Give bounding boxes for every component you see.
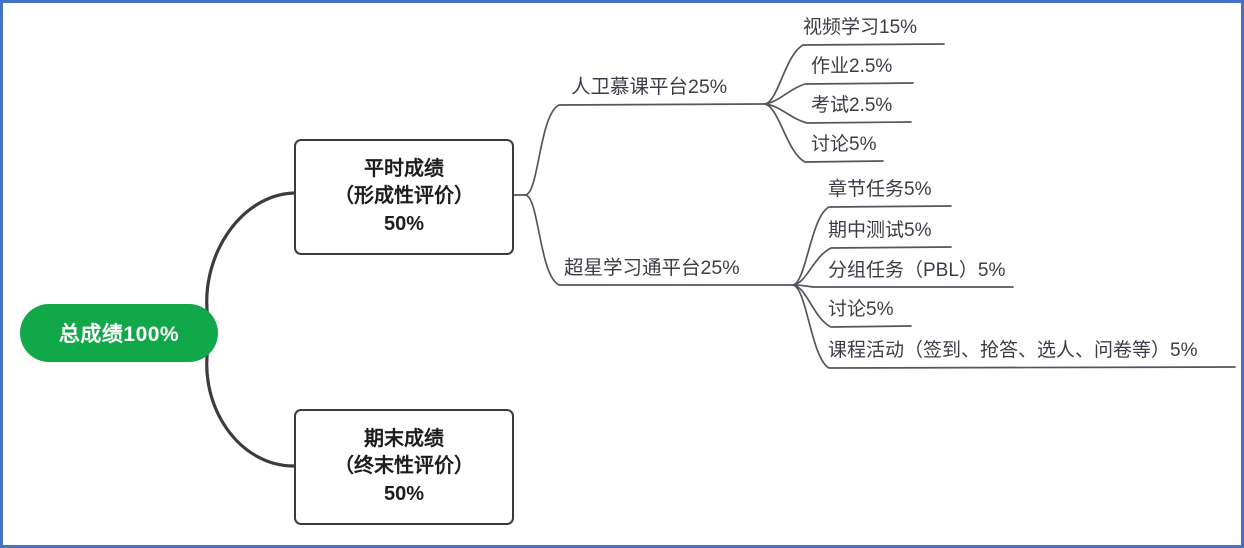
branch-node-summative-line-2: （终末性评价） [334,455,474,478]
connector-chaoxing-to-leaf-4 [792,284,912,328]
connector-rwmk-to-leaf-1 [764,43,945,105]
branch-node-summative[interactable]: 期末成绩 （终末性评价） 50% [294,409,514,525]
connector-rwmk-to-leaf-2 [764,82,914,105]
label-chaoxing-leaf-chapter-task[interactable]: 章节任务5% [828,179,932,200]
root-node-label: 总成绩100% [58,323,180,346]
label-chaoxing-leaf-discussion[interactable]: 讨论5% [828,299,894,320]
connector-chaoxing-to-leaf-3 [792,284,1014,288]
label-chaoxing-platform[interactable]: 超星学习通平台25% [564,257,740,279]
label-rwmk-platform[interactable]: 人卫慕课平台25% [571,76,728,98]
connector-rwmk-to-leaf-4 [764,103,884,163]
label-chaoxing-leaf-midterm[interactable]: 期中测试5% [828,220,932,241]
connector-chaoxing-to-leaf-2 [792,246,952,286]
label-rwmk-leaf-exam[interactable]: 考试2.5% [811,95,893,116]
connector-layer [205,43,1236,468]
connector-chaoxing-to-leaf-5 [792,284,1236,369]
connector-root-to-formative [205,191,296,321]
branch-node-formative-line-3: 50% [383,212,425,235]
branch-node-formative-line-2: （形成性评价） [334,185,474,208]
connector-root-to-summative [205,345,296,468]
label-rwmk-leaf-video[interactable]: 视频学习15% [803,17,918,38]
root-node[interactable]: 总成绩100% [20,304,218,362]
connector-formative-to-rwmk [524,103,766,196]
label-chaoxing-leaf-course-activity[interactable]: 课程活动（签到、抢答、选人、问卷等）5% [828,340,1198,361]
label-rwmk-leaf-discussion[interactable]: 讨论5% [811,134,877,155]
connector-formative-to-chaoxing [524,194,794,286]
connector-chaoxing-to-leaf-1 [792,205,952,286]
label-rwmk-leaf-homework[interactable]: 作业2.5% [811,56,893,77]
branch-node-summative-line-3: 50% [383,482,425,505]
label-chaoxing-leaf-group-task[interactable]: 分组任务（PBL）5% [828,260,1006,281]
branch-node-formative-line-1: 平时成绩 [364,157,444,180]
branch-node-formative[interactable]: 平时成绩 （形成性评价） 50% [294,139,514,255]
connector-rwmk-to-leaf-3 [764,103,912,124]
branch-node-summative-line-1: 期末成绩 [364,427,444,450]
